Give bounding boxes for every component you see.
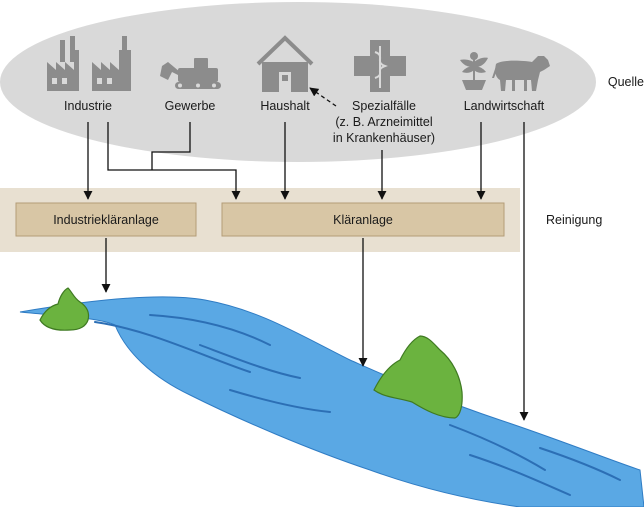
source-label-landwirtschaft: Landwirtschaft <box>464 99 545 113</box>
cow-icon <box>492 56 550 91</box>
medical-cross-icon <box>354 40 406 92</box>
industrie-plant-label: Industriekläranlage <box>53 213 159 227</box>
arrow-spezial-to-haushalt <box>309 87 337 107</box>
land-right <box>373 335 463 419</box>
factory-icon <box>92 36 131 91</box>
river-currents <box>94 314 621 496</box>
factory-icon <box>47 36 79 91</box>
source-label-industrie: Industrie <box>64 99 112 113</box>
side-label-reinigung: Reinigung <box>546 213 602 227</box>
house-icon <box>256 35 314 92</box>
land-left <box>39 287 90 331</box>
source-label-spezial-2: (z. B. Arzneimittel <box>335 115 432 129</box>
klaeranlage-box <box>221 202 505 237</box>
arrow-industrie-to-klaeranlage <box>107 122 241 200</box>
source-label-spezial-3: in Krankenhäuser) <box>333 131 435 145</box>
arrow-gewerbe-to-klaeranlage <box>151 122 191 170</box>
plant-icon <box>460 52 488 90</box>
river <box>19 296 644 507</box>
klaeranlage-label: Kläranlage <box>333 213 393 227</box>
excavator-icon <box>160 58 221 89</box>
source-label-haushalt: Haushalt <box>260 99 310 113</box>
source-label-gewerbe: Gewerbe <box>165 99 216 113</box>
source-label-spezial-1: Spezialfälle <box>352 99 416 113</box>
industrie-plant-box <box>15 202 197 237</box>
side-label-quelle: Quelle <box>608 75 644 89</box>
